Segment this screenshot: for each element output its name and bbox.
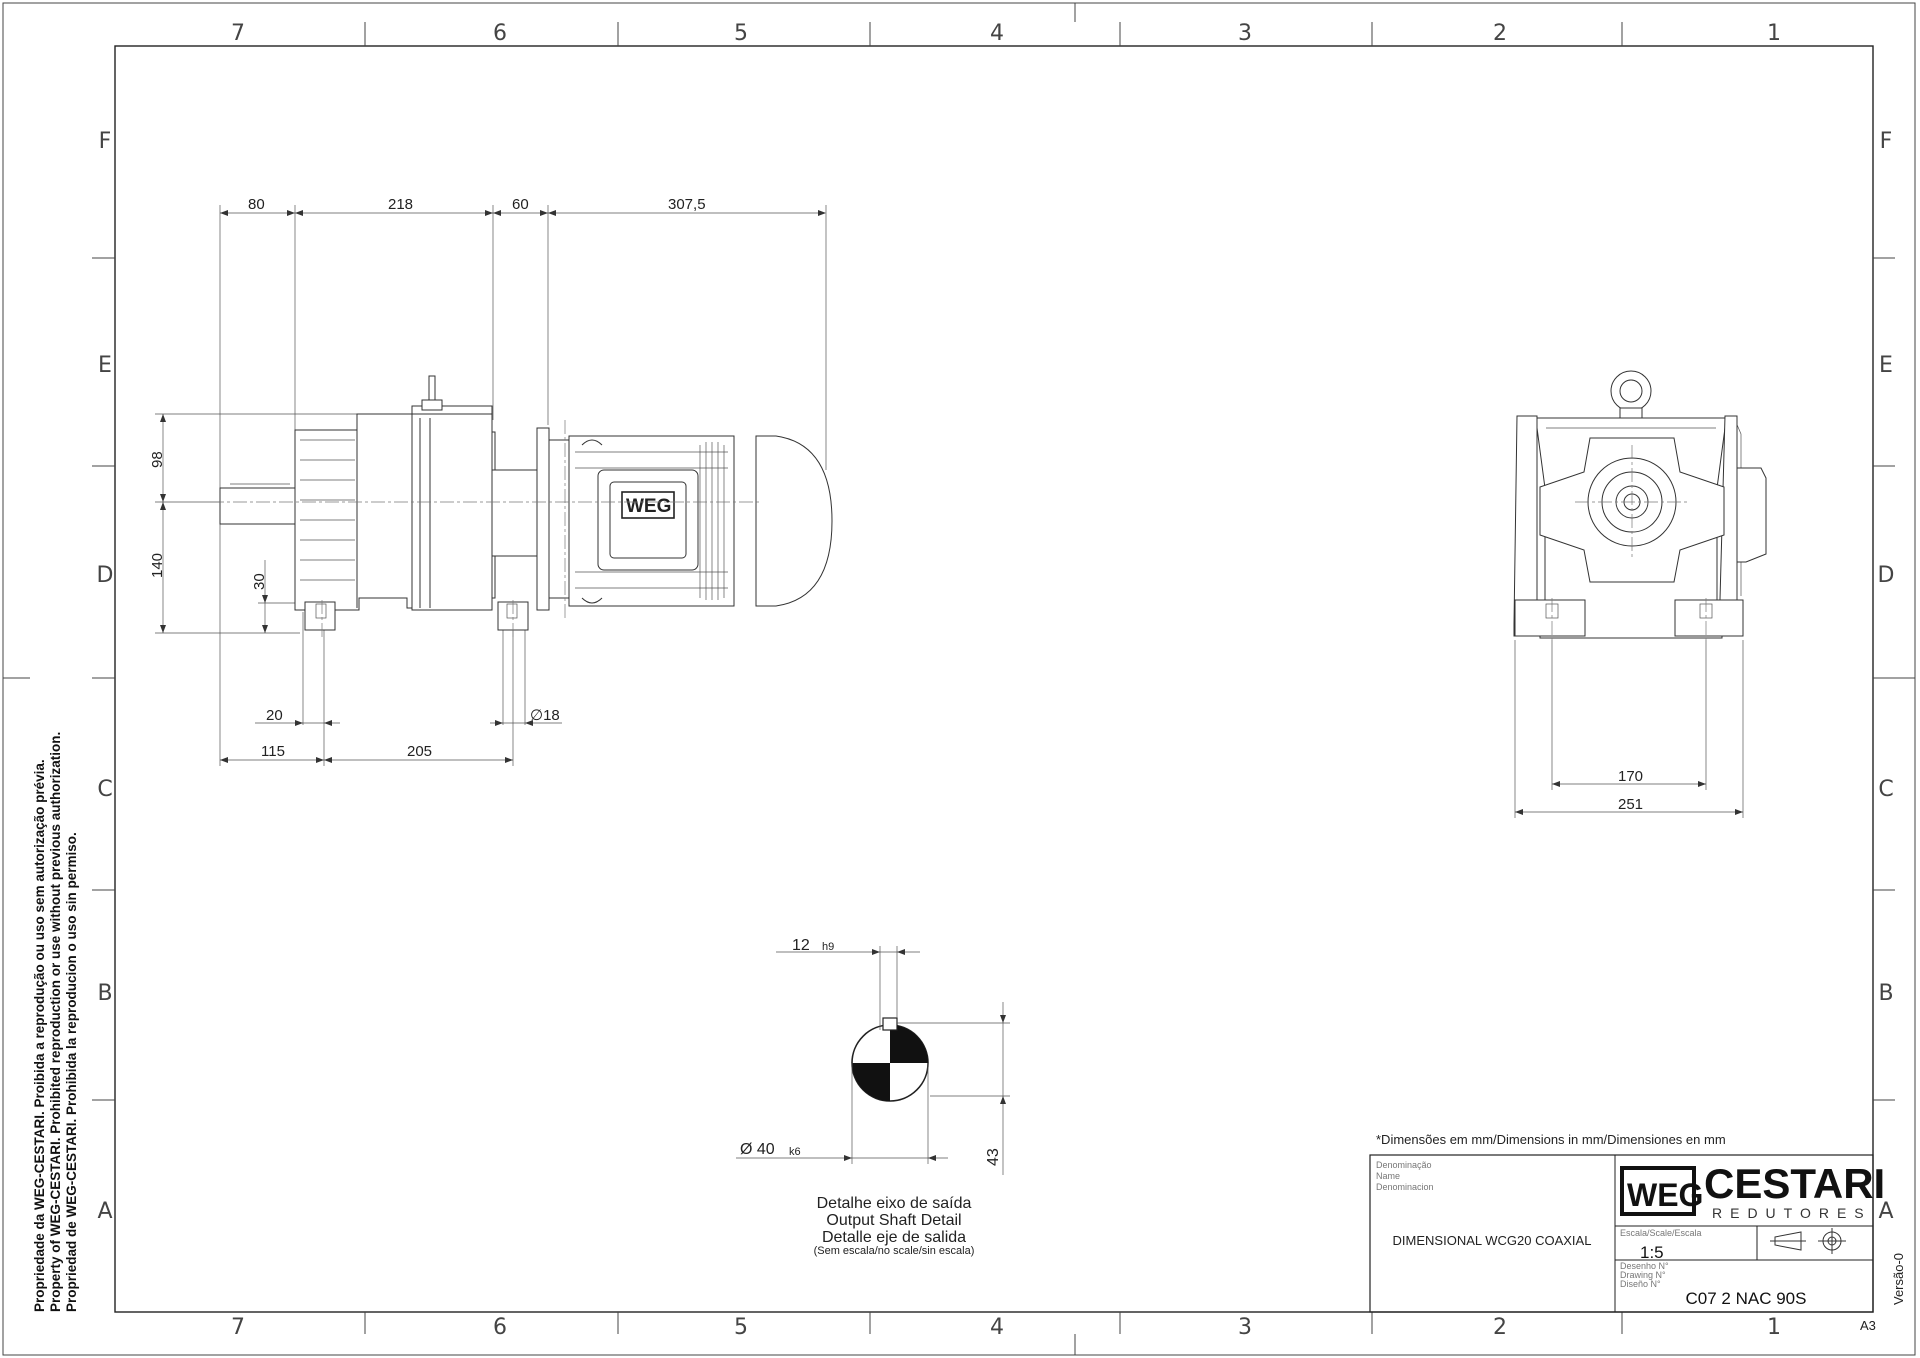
row-label-left: F (99, 129, 112, 154)
row-label-right: C (1878, 777, 1893, 802)
drawing-label-en: Drawing N° (1620, 1270, 1666, 1280)
ownership-line-pt: Propriedade da WEG-CESTARI. Proibida a r… (32, 759, 47, 1312)
dim-307-5: 307,5 (668, 196, 706, 213)
ownership-line-es: Propriedad de WEG-CESTARI. Prohibida la … (64, 832, 79, 1312)
dim-60: 60 (512, 196, 529, 213)
row-label-left: A (97, 1199, 112, 1224)
dim-30: 30 (251, 573, 268, 590)
column-label-top: 1 (1767, 21, 1781, 46)
column-label-bottom: 5 (734, 1315, 748, 1340)
shaft-key-width: 12 (792, 937, 810, 954)
scale-label: Escala/Scale/Escala (1620, 1228, 1702, 1238)
shaft-detail: 12 h9 Ø 40 k6 43 Detalhe eixo de saída O… (736, 937, 1010, 1257)
shaft-caption-pt: Detalhe eixo de saída (817, 1195, 972, 1212)
row-label-right: B (1878, 981, 1893, 1006)
drawing-label-pt: Desenho N° (1620, 1261, 1669, 1271)
name-label-en: Name (1376, 1171, 1400, 1181)
drawing-label-es: Diseño N° (1620, 1279, 1661, 1289)
row-label-right: A (1878, 1199, 1893, 1224)
motor-weg-logo: WEG (626, 496, 671, 517)
column-label-bottom: 6 (493, 1315, 507, 1340)
ownership-line-en: Property of WEG-CESTARI. Prohibited repr… (48, 732, 63, 1312)
dim-140: 140 (149, 553, 166, 578)
svg-text:WEG: WEG (1627, 1177, 1703, 1213)
column-label-bottom: 7 (231, 1315, 245, 1340)
dim-205: 205 (407, 743, 432, 760)
shaft-diameter-tol: k6 (789, 1146, 801, 1158)
column-label-top: 4 (990, 21, 1004, 46)
projection-symbol-icon (1770, 1228, 1846, 1254)
inner-frame (114, 45, 1874, 1313)
brand-redutores: REDUTORES (1712, 1205, 1872, 1221)
column-labels-bottom: 7 6 5 4 3 2 1 (231, 1315, 1781, 1340)
column-label-top: 6 (493, 21, 507, 46)
row-label-right: E (1879, 353, 1893, 378)
dim-115: 115 (261, 743, 285, 760)
column-label-bottom: 3 (1238, 1315, 1252, 1340)
sheet-size: A3 (1860, 1318, 1876, 1333)
dim-98: 98 (149, 451, 166, 468)
dim-20: 20 (266, 707, 283, 724)
column-label-bottom: 4 (990, 1315, 1004, 1340)
name-label-es: Denominacion (1376, 1182, 1434, 1192)
row-label-right: F (1880, 129, 1893, 154)
column-label-top: 3 (1238, 21, 1252, 46)
shaft-height: 43 (985, 1148, 1002, 1166)
column-labels-top: 7 6 5 4 3 2 1 (231, 21, 1781, 46)
column-label-bottom: 1 (1767, 1315, 1781, 1340)
shaft-caption-en: Output Shaft Detail (826, 1212, 961, 1229)
row-label-left: C (97, 777, 112, 802)
scale-value: 1:5 (1640, 1243, 1664, 1262)
column-label-top: 7 (231, 21, 245, 46)
weg-logo: WEG (1620, 1166, 1703, 1216)
dim-251: 251 (1618, 796, 1643, 813)
column-label-top: 2 (1493, 21, 1507, 46)
ownership-notice: Propriedade da WEG-CESTARI. Proibida a r… (32, 732, 79, 1312)
version: Versão-0 (1891, 1253, 1906, 1305)
shaft-caption-note: (Sem escala/no scale/sin escala) (814, 1245, 975, 1257)
dim-hole-18: ∅18 (530, 707, 560, 724)
name-label-pt: Denominação (1376, 1160, 1432, 1170)
row-labels-right: F E D C B A (1878, 129, 1895, 1224)
shaft-key-tol: h9 (822, 941, 834, 953)
dim-170: 170 (1618, 768, 1643, 785)
title-block: Denominação Name Denominacion DIMENSIONA… (1369, 1154, 1885, 1313)
brand-cestari: CESTARI (1704, 1160, 1885, 1207)
front-view: 170 251 (1513, 370, 1767, 818)
column-label-bottom: 2 (1493, 1315, 1507, 1340)
dim-218: 218 (388, 196, 413, 213)
row-label-left: D (97, 563, 114, 588)
shaft-diameter: Ø 40 (740, 1141, 775, 1158)
shaft-caption-es: Detalle eje de salida (822, 1229, 966, 1246)
units-note: *Dimensões em mm/Dimensions in mm/Dimens… (1376, 1132, 1726, 1147)
side-view: 80 218 60 307,5 98 140 30 (149, 196, 833, 766)
column-label-top: 5 (734, 21, 748, 46)
row-label-left: B (97, 981, 112, 1006)
drawing-title: DIMENSIONAL WCG20 COAXIAL (1393, 1233, 1592, 1248)
row-label-left: E (98, 353, 112, 378)
drawing-number: C07 2 NAC 90S (1686, 1289, 1807, 1308)
row-label-right: D (1878, 563, 1895, 588)
row-labels-left: F E D C B A (97, 129, 114, 1224)
zone-ticks (3, 3, 1915, 1355)
dim-80: 80 (248, 196, 265, 213)
